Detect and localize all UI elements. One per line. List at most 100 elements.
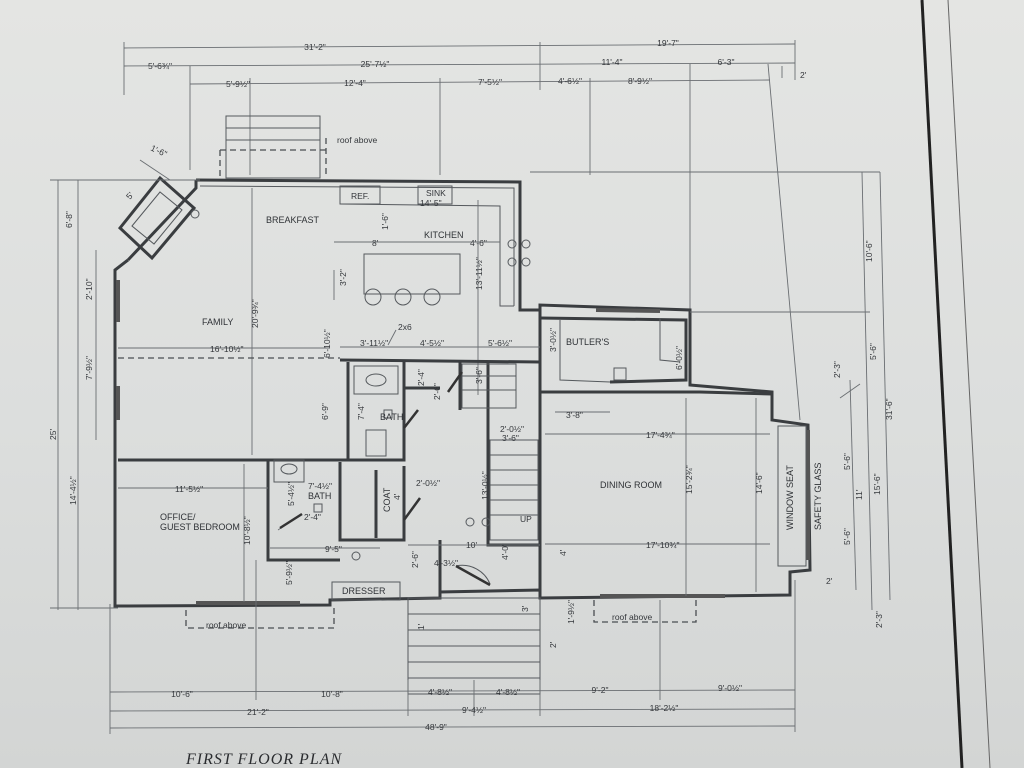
window-seat-box — [777, 425, 807, 567]
sheet-border-thin-line — [947, 0, 991, 768]
dim-bot-9-4: 9'-4½" — [462, 705, 486, 715]
dim-bath-7-4: 7'-4" — [356, 403, 366, 420]
room-label-office-2: GUEST BEDROOM — [160, 522, 240, 532]
dim-butler-3-0: 3'-0½" — [548, 328, 558, 352]
room-label-coat: COAT — [382, 487, 392, 512]
dim-left-2-10: 2'-10" — [84, 278, 94, 300]
label-safety-glass: SAFETY GLASS — [813, 463, 823, 530]
dim-bath2-7-4: 7'-4½" — [308, 481, 332, 491]
label-sink: SINK — [426, 188, 446, 198]
dim-dining-17-4: 17'-4¾" — [646, 430, 675, 440]
front-porch-steps — [407, 597, 541, 695]
dim-right-5-6a: 5'-6" — [842, 453, 852, 470]
front-door[interactable] — [455, 564, 491, 587]
top-dimensions — [123, 40, 801, 421]
bath-1-fixtures — [353, 365, 399, 457]
dim-right-11: 11' — [854, 489, 864, 500]
dim-bot-21-2: 21'-2" — [247, 707, 269, 717]
dim-kitchen-14-5: 14'-5" — [420, 198, 442, 208]
roof-above-left-outline — [185, 604, 335, 629]
dim-kitchen-3-2: 3'-2" — [338, 269, 348, 286]
dim-hall-4: 4' — [558, 549, 568, 556]
dim-hall-3-11: 3'-11½" — [360, 338, 388, 348]
dim-bath-2-4: 2'-4" — [416, 369, 426, 386]
dim-5-6: 5'-6¾" — [148, 61, 172, 71]
front-door-swing — [455, 564, 491, 585]
dim-coat-4: 4' — [392, 493, 402, 500]
dim-5-9: 5'-9½" — [226, 79, 250, 89]
dim-8-9: 8'-9½" — [628, 76, 652, 86]
dim-stair-3-6: 3'-6" — [474, 367, 484, 384]
dim-bot-9-0: 9'-0½" — [718, 683, 742, 693]
dim-family-20-9: 20'-9¾" — [250, 299, 260, 328]
dim-hall-4-0: 4'-0" — [500, 543, 510, 560]
dim-right-2-3b: 2'-3" — [874, 611, 884, 628]
dim-hall-4-5: 4'-5½" — [420, 338, 444, 348]
label-stair-up: UP — [520, 514, 532, 524]
dim-office-10-8: 10'-8½" — [242, 516, 252, 545]
note-2x6: 2x6 — [398, 322, 412, 332]
room-label-dining: DINING ROOM — [600, 480, 662, 490]
dim-hall-4-3: 4'-3½" — [434, 558, 458, 568]
dim-bot-18-2: 18'-2½" — [650, 703, 679, 713]
dim-office-5-9: 5'-9½" — [284, 561, 294, 585]
dim-porch-3: 3' — [520, 605, 530, 612]
window-butler-top — [595, 308, 661, 313]
room-label-office-1: OFFICE/ — [160, 512, 196, 522]
door-coat[interactable] — [402, 497, 422, 521]
sheet-border-line — [920, 0, 964, 768]
interior-walls — [118, 310, 773, 598]
dim-porch-2: 2' — [548, 641, 558, 648]
chimney-roof-block — [225, 115, 321, 179]
dim-bot-48-9: 48'-9" — [425, 722, 447, 732]
plan-title: FIRST FLOOR PLAN — [185, 751, 342, 768]
dim-left-25: 25' — [48, 429, 58, 440]
exterior-walls — [113, 178, 812, 608]
dim-bath2-2-4: 2'-4" — [304, 512, 321, 522]
dim-stair-2-0: 2'-0½" — [500, 424, 524, 434]
dim-right-5-6b: 5'-6" — [842, 528, 852, 545]
dim-bot-9-2: 9'-2" — [592, 685, 609, 695]
note-roof-above-left: roof above — [206, 620, 246, 630]
label-ref: REF. — [351, 191, 369, 201]
room-label-butlers: BUTLER'S — [566, 337, 609, 347]
dim-left-6-8: 6'-8" — [64, 211, 74, 228]
room-label-breakfast: BREAKFAST — [266, 215, 320, 225]
dim-25-7: 25'-7½" — [361, 59, 390, 69]
dim-bot-10-6: 10'-6" — [171, 689, 193, 699]
door-hall[interactable] — [446, 371, 464, 393]
dim-right-15-6: 15'-6" — [872, 473, 882, 495]
dim-family-6-10: 6'-10½" — [322, 329, 332, 358]
dim-hall-13-0: 13'-0½" — [480, 471, 490, 500]
dim-bot-4-8b: 4'-8½" — [496, 687, 520, 697]
dim-left-14-4: 14'-4½" — [68, 476, 78, 505]
note-roof-above-top: roof above — [337, 135, 377, 145]
butler-fixture — [613, 367, 627, 381]
dim-stair-3-6b: 3'-6" — [502, 433, 519, 443]
dim-4-6: 4'-6½" — [558, 76, 582, 86]
dim-hall-2-6: 2'-6" — [410, 551, 420, 568]
note-roof-above-right: roof above — [612, 612, 652, 622]
smoke-detector-s — [465, 517, 475, 527]
room-label-family: FAMILY — [202, 317, 233, 327]
door-bath-1[interactable] — [403, 409, 419, 429]
dim-right-2-3a: 2'-3" — [832, 361, 842, 378]
label-dresser: DRESSER — [342, 586, 386, 596]
kitchen-counters — [339, 185, 531, 307]
co-detector-c — [481, 517, 491, 527]
dim-right-10-6: 10'-6" — [864, 240, 874, 262]
room-label-kitchen: KITCHEN — [424, 230, 464, 240]
dim-porch-1-9: 1'-9½" — [566, 600, 576, 624]
dim-31-2: 31'-2" — [304, 42, 326, 52]
dim-left-7-9: 7'-9½" — [84, 356, 94, 380]
dim-bot-10-8: 10'-8" — [321, 689, 343, 699]
dim-2: 2' — [800, 70, 807, 80]
dim-right-5-6: 5'-6" — [868, 343, 878, 360]
dim-porch-1: 1' — [416, 623, 426, 630]
door-bath-2[interactable] — [279, 512, 303, 530]
dim-bot-4-8a: 4'-8½" — [428, 687, 452, 697]
right-dimensions — [530, 171, 891, 611]
dim-kitchen-4-6: 4'-6" — [470, 238, 487, 248]
